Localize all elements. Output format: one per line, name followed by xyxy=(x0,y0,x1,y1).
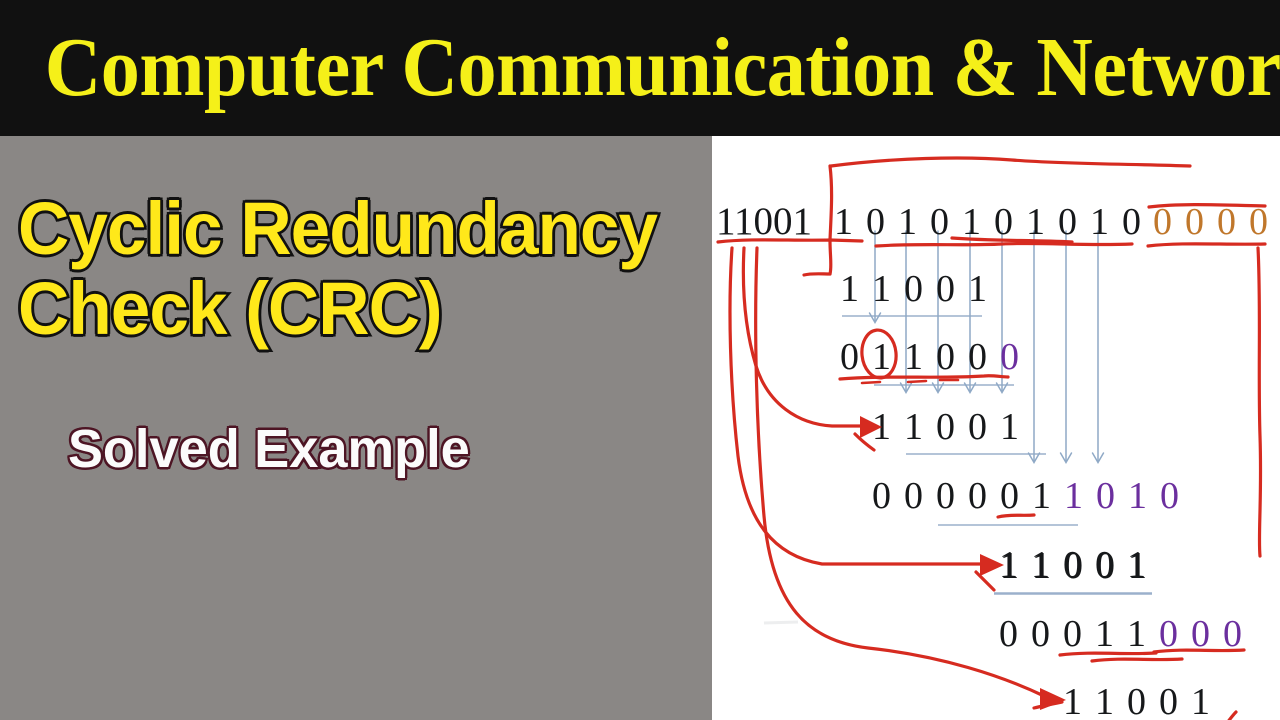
dividend-data-bits-digit-9: 0 xyxy=(1122,201,1141,243)
subtitle-solved-example: Solved Example xyxy=(66,417,472,481)
divisor-value: 11001 xyxy=(716,200,812,243)
step-2-subtract-row-digit-1: 1 xyxy=(904,406,923,448)
step-3-result-digits-2-digit-3: 1 xyxy=(1095,613,1114,655)
appended-zero-2: 0 xyxy=(1217,201,1236,243)
step-4-subtract-digits-digit-0: 1 xyxy=(1063,681,1082,720)
step-1-subtract-row-digit-2: 0 xyxy=(904,268,923,310)
step-2-result-row-digit-4: 0 xyxy=(1000,475,1019,517)
dividend-data-bits-digit-2: 1 xyxy=(898,201,917,243)
step-2-result-row-digit-0: 0 xyxy=(872,475,891,517)
step-3-result-digits-2-digit-5: 0 xyxy=(1159,613,1178,655)
page-title: Computer Communication & Networks xyxy=(44,21,1280,114)
dividend-data-bits-digit-6: 1 xyxy=(1026,201,1045,243)
step-2-subtract-row-digit-3: 0 xyxy=(968,406,987,448)
svg-text:0: 0 xyxy=(1096,545,1115,587)
step-3-subtract-digits-digit-1: 1 xyxy=(1031,544,1050,586)
svg-text:0: 0 xyxy=(1064,545,1083,587)
step-1-subtract-row-digit-4: 1 xyxy=(968,268,987,310)
appended-zero-3: 0 xyxy=(1249,201,1268,243)
step-3-result-digits-2-digit-2: 0 xyxy=(1063,613,1082,655)
step-4-subtract-digits-digit-4: 1 xyxy=(1191,681,1210,720)
step-1-result-row-digit-4: 0 xyxy=(968,336,987,378)
step-1-subtract-row-digit-1: 1 xyxy=(872,268,891,310)
xor-rule-lines xyxy=(842,315,1078,526)
dividend-data-bits-digit-3: 0 xyxy=(930,201,949,243)
divisor-group: 11001 xyxy=(716,200,812,243)
step-3-subtract-digits-digit-3: 0 xyxy=(1095,544,1114,586)
step-3-subtract-digits-digit-2: 0 xyxy=(1063,544,1082,586)
svg-text:1: 1 xyxy=(1032,545,1051,587)
step-2-result-row-digit-1: 0 xyxy=(904,475,923,517)
step-3-result-digits-2-digit-1: 0 xyxy=(1031,613,1050,655)
step-3-result-digits-2-digit-0: 0 xyxy=(999,613,1018,655)
dividend-data-bits-digit-0: 1 xyxy=(834,201,853,243)
step-2-subtract-row-digit-4: 1 xyxy=(1000,406,1019,448)
dividend-data-bits-digit-8: 1 xyxy=(1090,201,1109,243)
faint-smudge xyxy=(763,620,799,625)
step-4-subtract-digits-digit-1: 1 xyxy=(1095,681,1114,720)
step-2-result-row-digit-3: 0 xyxy=(968,475,987,517)
step-3-result-digits-2-digit-6: 0 xyxy=(1191,613,1210,655)
step-1-result-row-digit-5: 0 xyxy=(1000,336,1019,378)
step-1-result-row-digit-0: 0 xyxy=(840,336,859,378)
step-3-result-digits-2-digit-4: 1 xyxy=(1127,613,1146,655)
dividend-data-bits-digit-5: 0 xyxy=(994,201,1013,243)
header-banner: Computer Communication & Networks xyxy=(0,0,1280,136)
step-2-subtract-row: 11001 xyxy=(872,406,1019,448)
topic-title-line-1: Cyclic Redundancy xyxy=(16,185,661,273)
step-3-subtract-digits-digit-0: 1 xyxy=(999,544,1018,586)
bring-down-arrows-icon xyxy=(868,230,1105,464)
dividend-data-bits-digit-7: 0 xyxy=(1058,201,1077,243)
red-annotations xyxy=(716,156,1267,720)
step-4-subtract-digits-digit-2: 0 xyxy=(1127,681,1146,720)
step-1-subtract-row-digit-0: 1 xyxy=(840,268,859,310)
step-2-result-row-digit-7: 0 xyxy=(1096,475,1115,517)
topic-title-line-2: Check (CRC) xyxy=(16,265,445,353)
step-2-result-row-digit-5: 1 xyxy=(1032,475,1051,517)
step-3-subtract-row: 1 1 0 0 1 xyxy=(1000,545,1147,587)
dividend-data-bits-digit-1: 0 xyxy=(866,201,885,243)
step-2-result-row-digit-8: 1 xyxy=(1128,475,1147,517)
appended-zero-1: 0 xyxy=(1185,201,1204,243)
step-1-result-row-digit-2: 1 xyxy=(904,336,923,378)
dividend-data-bits-digit-4: 1 xyxy=(962,201,981,243)
appended-zero-0: 0 xyxy=(1153,201,1172,243)
step-2-result-row-digit-6: 1 xyxy=(1064,475,1083,517)
topic-panel: Cyclic Redundancy Check (CRC) Solved Exa… xyxy=(0,136,712,720)
svg-text:1: 1 xyxy=(1000,545,1019,587)
step-2-result-row-digit-9: 0 xyxy=(1160,475,1179,517)
step-2-result-row-digit-2: 0 xyxy=(936,475,955,517)
step-4-subtract-digits-digit-3: 0 xyxy=(1159,681,1178,720)
step-2-subtract-row-digit-2: 0 xyxy=(936,406,955,448)
step-1-subtract-row-digit-3: 0 xyxy=(936,268,955,310)
step-1-result-row-digit-3: 0 xyxy=(936,336,955,378)
step-3-result-digits-2-digit-7: 0 xyxy=(1223,613,1242,655)
svg-text:1: 1 xyxy=(1128,545,1147,587)
step-1-result-row-digit-1: 1 xyxy=(872,336,891,378)
step-3-subtract-digits-digit-4: 1 xyxy=(1127,544,1146,586)
